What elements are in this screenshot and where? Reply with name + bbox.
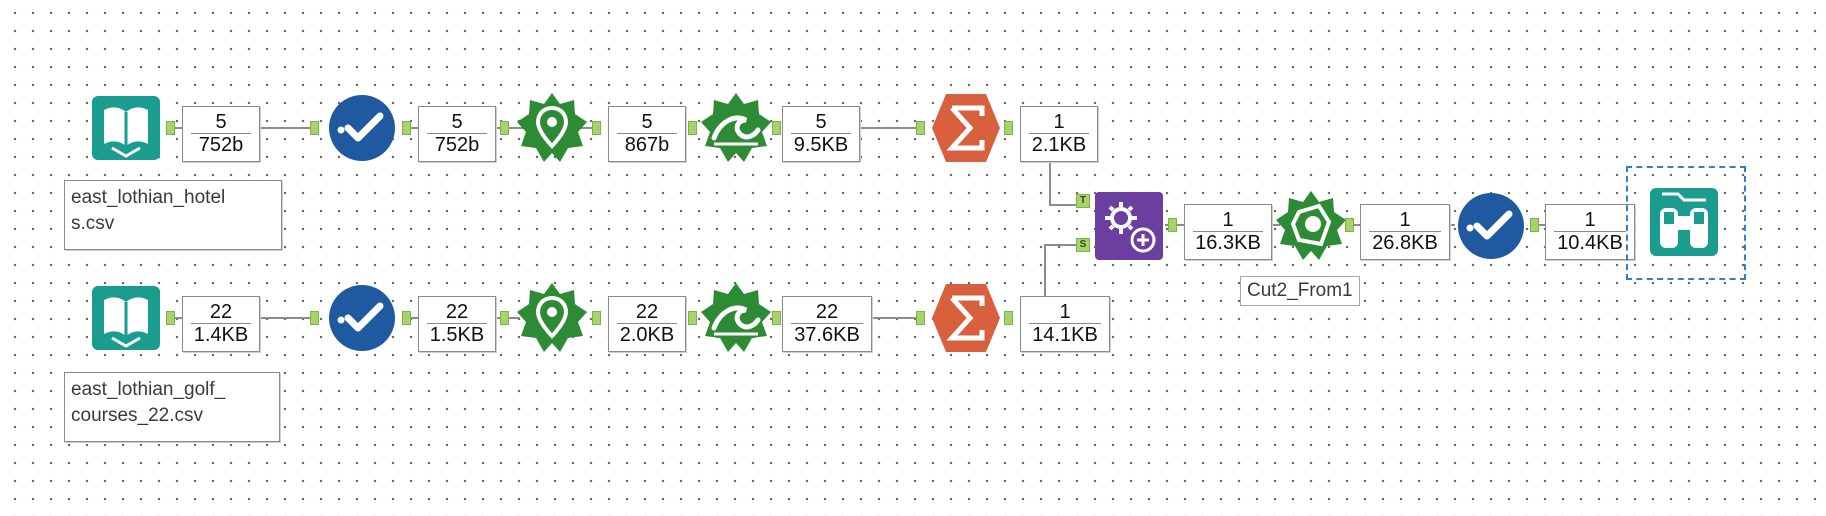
record-count: 1 [1029,111,1089,134]
input-anchor[interactable] [688,311,697,325]
output-anchor[interactable] [402,121,411,135]
data-size: 26.8KB [1372,232,1438,254]
output-anchor[interactable] [772,311,781,325]
sigma-summarize-icon [932,284,1000,352]
wave-tradearea-icon [701,283,771,352]
data-size: 37.6KB [794,324,860,346]
output-anchor[interactable] [1530,218,1539,232]
tool-annotation: east_lothian_golf_ courses_22.csv [64,372,280,442]
trade-area-tool[interactable] [700,282,772,354]
record-count-badge: 1 16.3KB [1184,204,1272,260]
output-anchor[interactable] [1004,311,1013,325]
record-count: 1 [1029,301,1101,324]
record-count-badge: 1 2.1KB [1020,106,1098,162]
data-size: 2.1KB [1031,134,1087,156]
create-points-tool[interactable] [516,92,588,164]
data-size: 867b [624,134,670,156]
data-size: 10.4KB [1557,232,1623,254]
selection-box [1626,166,1746,280]
gears-macro-icon [1095,192,1163,260]
spatial-match-cut-tool[interactable] [1275,190,1347,262]
record-count-badge: 5 867b [608,106,686,162]
map-pin-icon [517,93,587,162]
book-input-icon [92,96,160,160]
record-count: 22 [617,301,677,324]
record-count: 5 [617,111,677,134]
output-anchor[interactable] [592,311,601,325]
data-size: 2.0KB [619,324,675,346]
record-count-badge: 22 2.0KB [608,296,686,352]
record-count: 5 [191,111,251,134]
select-tool[interactable] [326,92,398,164]
record-count: 22 [427,301,487,324]
input-anchor[interactable] [916,311,925,325]
output-anchor[interactable] [592,121,601,135]
input-anchor[interactable] [688,121,697,135]
output-anchor[interactable] [772,121,781,135]
input-anchor[interactable] [310,121,319,135]
checkmark-select-icon [1458,193,1524,259]
browse-tool[interactable] [1648,186,1720,258]
spatial-cut-icon [1276,191,1346,260]
input-anchor[interactable] [916,121,925,135]
tool-annotation: east_lothian_hotel s.csv [64,180,282,250]
record-count-badge: 22 1.4KB [182,296,260,352]
record-count-badge: 5 752b [182,106,260,162]
data-size: 1.4KB [193,324,249,346]
checkmark-select-icon [329,285,395,351]
sigma-summarize-icon [932,94,1000,162]
record-count: 22 [191,301,251,324]
macro-tool[interactable] [1093,190,1165,262]
record-count: 5 [427,111,487,134]
record-count-badge: 22 1.5KB [418,296,496,352]
input-data-tool-golf[interactable] [90,282,162,354]
tool-annotation: Cut2_From1 [1240,276,1360,306]
data-size: 16.3KB [1195,232,1261,254]
input-anchor-t[interactable]: T [1076,194,1090,208]
input-anchor[interactable] [500,311,509,325]
record-count: 5 [791,111,851,134]
trade-area-tool[interactable] [700,92,772,164]
record-count-badge: 22 37.6KB [782,296,872,352]
input-anchor[interactable] [310,311,319,325]
select-tool[interactable] [326,282,398,354]
data-size: 752b [434,134,480,156]
record-count-badge: 1 26.8KB [1360,204,1450,260]
input-anchor[interactable] [500,121,509,135]
data-size: 1.5KB [429,324,485,346]
create-points-tool[interactable] [516,282,588,354]
record-count-badge: 1 10.4KB [1545,204,1635,260]
output-anchor[interactable] [1345,218,1354,232]
summarize-tool[interactable] [930,282,1002,354]
data-size: 9.5KB [793,134,849,156]
record-count-badge: 5 752b [418,106,496,162]
output-anchor[interactable] [1004,121,1013,135]
wave-tradearea-icon [701,93,771,162]
checkmark-select-icon [329,95,395,161]
output-anchor[interactable] [166,121,175,135]
output-anchor[interactable] [1168,218,1177,232]
record-count: 1 [1193,209,1263,232]
select-tool[interactable] [1455,190,1527,262]
output-anchor[interactable] [402,311,411,325]
record-count: 1 [1554,209,1626,232]
input-anchor-s[interactable]: S [1076,238,1090,252]
map-pin-icon [517,283,587,352]
record-count: 1 [1369,209,1441,232]
record-count-badge: 5 9.5KB [782,106,860,162]
record-count-badge: 1 14.1KB [1020,296,1110,352]
data-size: 752b [198,134,244,156]
output-anchor[interactable] [166,311,175,325]
record-count: 22 [791,301,863,324]
data-size: 14.1KB [1032,324,1098,346]
input-data-tool-hotels[interactable] [90,92,162,164]
summarize-tool[interactable] [930,92,1002,164]
book-input-icon [92,286,160,350]
binoculars-browse-icon [1650,188,1718,256]
